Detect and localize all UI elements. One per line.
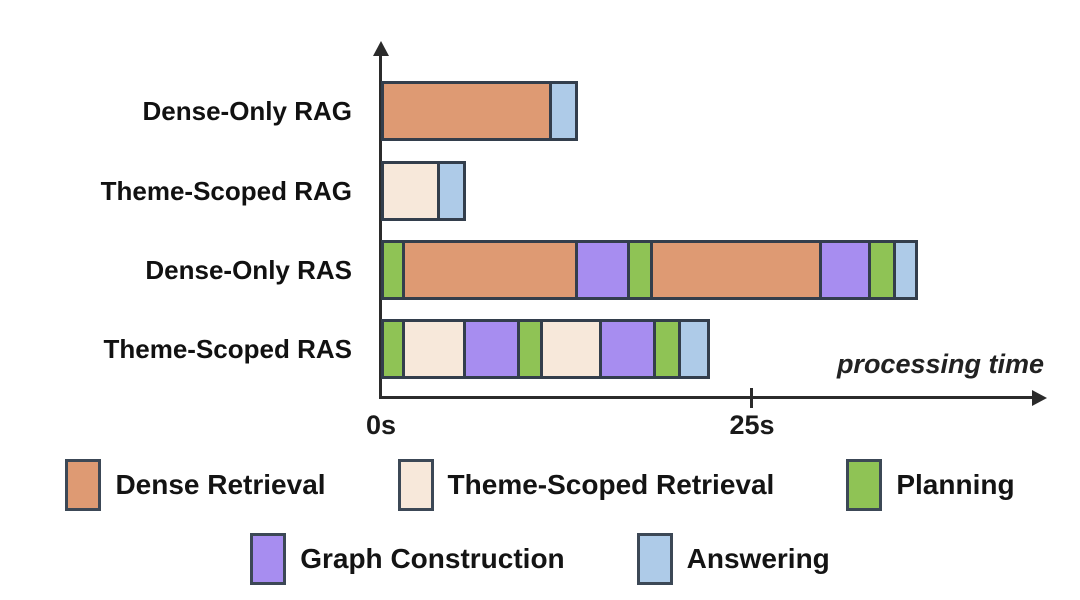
category-label: Dense-Only RAS (145, 255, 352, 285)
bar-segment-dense-retrieval (649, 240, 822, 300)
legend-swatch-dense-retrieval-icon (65, 459, 102, 511)
x-tick-label-25s: 25s (729, 410, 775, 440)
bar-track (381, 161, 466, 221)
legend-row-1: Dense Retrieval Theme-Scoped Retrieval P… (0, 456, 1080, 514)
bar-segment-answering (677, 319, 711, 379)
legend-swatch-theme-scoped-retrieval-icon (397, 459, 434, 511)
bar-segment-graph-construction (599, 319, 656, 379)
legend-item-answering: Answering (636, 533, 830, 585)
legend-item-theme-scoped-retrieval: Theme-Scoped Retrieval (397, 459, 775, 511)
bar-row-theme-scoped-rag: Theme-Scoped RAG (0, 161, 1080, 221)
legend-label: Graph Construction (300, 543, 565, 574)
legend-swatch-answering-icon (636, 533, 673, 585)
bar-track (381, 81, 579, 141)
category-label: Theme-Scoped RAG (100, 176, 352, 206)
x-axis-line (379, 396, 1035, 399)
bar-segment-answering (437, 161, 466, 221)
bar-segment-theme-scoped-retrieval (401, 319, 466, 379)
bar-segment-dense-retrieval (381, 81, 552, 141)
bar-segment-planning (652, 319, 681, 379)
bar-segment-dense-retrieval (401, 240, 579, 300)
bar-segment-theme-scoped-retrieval (539, 319, 603, 379)
x-tick-label-0s: 0s (365, 410, 397, 440)
legend-item-graph-construction: Graph Construction (250, 533, 565, 585)
bar-segment-graph-construction (818, 240, 871, 300)
legend-label: Dense Retrieval (115, 469, 326, 500)
x-axis-tick-25s (750, 388, 753, 408)
bar-segment-answering (892, 240, 919, 300)
bar-row-theme-scoped-ras: Theme-Scoped RAS (0, 319, 1080, 379)
y-axis-arrow-icon (373, 41, 389, 56)
legend-swatch-planning-icon (846, 459, 883, 511)
bar-track (381, 319, 711, 379)
bar-track (381, 240, 919, 300)
legend-label: Answering (686, 543, 830, 574)
bar-segment-graph-construction (575, 240, 631, 300)
bar-segment-graph-construction (462, 319, 521, 379)
x-axis-title: processing time (836, 349, 1044, 379)
y-axis-line (379, 54, 382, 399)
category-label: Dense-Only RAG (142, 96, 353, 126)
legend-swatch-graph-construction-icon (250, 533, 287, 585)
bar-segment-theme-scoped-retrieval (381, 161, 441, 221)
category-label: Theme-Scoped RAS (103, 334, 353, 364)
legend-item-planning: Planning (846, 459, 1015, 511)
legend-label: Theme-Scoped Retrieval (447, 469, 775, 500)
legend-label: Planning (896, 469, 1015, 500)
bar-row-dense-only-rag: Dense-Only RAG (0, 81, 1080, 141)
bar-row-dense-only-ras: Dense-Only RAS (0, 240, 1080, 300)
bar-segment-planning (867, 240, 896, 300)
legend-item-dense-retrieval: Dense Retrieval (65, 459, 326, 511)
bar-segment-answering (548, 81, 579, 141)
legend-row-2: Graph Construction Answering (0, 530, 1080, 588)
x-axis-arrow-icon (1032, 390, 1047, 406)
